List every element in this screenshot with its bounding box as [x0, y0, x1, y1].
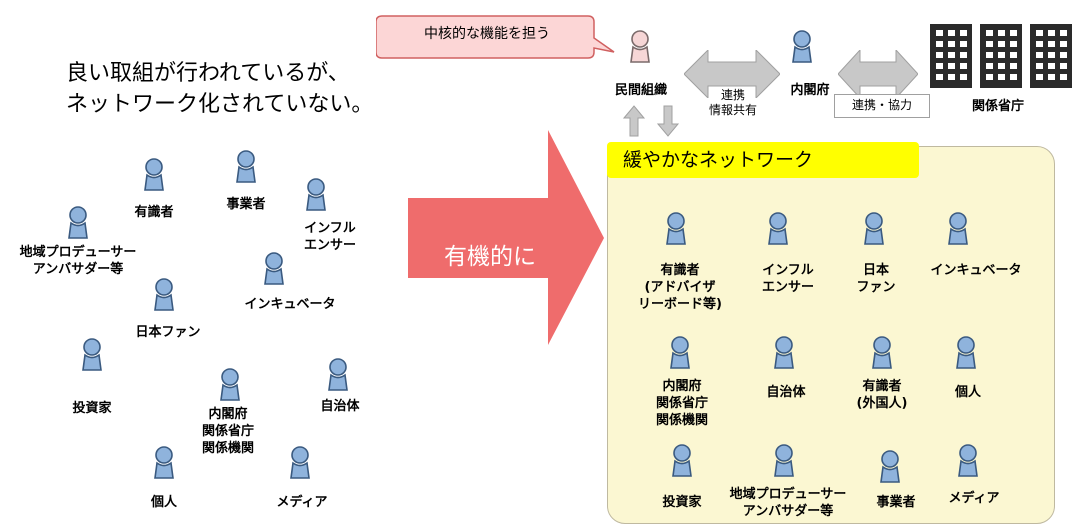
- toshika-person-icon: [80, 338, 104, 372]
- n-foreign-person-icon: [870, 336, 894, 370]
- callout-text: 中核的な機能を担う: [424, 26, 550, 42]
- link-1-label-line-2: 情報共有: [708, 103, 757, 117]
- headline-line-2: ネットワーク化されていない。: [66, 92, 374, 117]
- n-foreign-label: 有識者 (外国人): [856, 379, 908, 411]
- nihonfan-label: 日本ファン: [135, 325, 201, 340]
- kojin-person-icon: [152, 446, 176, 480]
- n-yushikisha-label: 有識者 (アドバイザ リーボード等): [638, 263, 722, 312]
- link-1-label: 連携 情報共有: [692, 88, 774, 118]
- n-influencer-label: インフル エンサー: [761, 263, 814, 295]
- n-incubator-person-icon: [946, 212, 970, 246]
- n-yushikisha-person-icon: [664, 212, 688, 246]
- kojin-label: 個人: [150, 495, 177, 510]
- n-toshika-label: 投資家: [662, 495, 702, 510]
- jigyosha-label: 事業者: [226, 197, 266, 212]
- n-jigyosha-label: 事業者: [876, 495, 916, 510]
- callout-bubble: [376, 15, 615, 59]
- naikakufu-label: 内閣府: [790, 83, 830, 98]
- big-arrow-text: 有機的に つなげる: [444, 244, 536, 304]
- jichitai-person-icon: [326, 358, 350, 392]
- chiiki-person-icon: [66, 206, 90, 240]
- n-nihonfan-person-icon: [862, 212, 886, 246]
- kankei-label: 関係省庁: [971, 99, 1024, 114]
- n-jichitai-label: 自治体: [766, 385, 806, 400]
- toshika-label: 投資家: [72, 401, 112, 416]
- n-chiiki-person-icon: [772, 444, 796, 478]
- headline: 良い取組が行われているが、 ネットワーク化されていない。: [66, 58, 373, 120]
- link-2-label: 連携・協力: [834, 94, 930, 118]
- incubator-label: インキュベータ: [244, 297, 336, 312]
- n-toshika-person-icon: [670, 444, 694, 478]
- n-influencer-person-icon: [766, 212, 790, 246]
- link-arrow-1: [684, 50, 780, 98]
- n-incubator-label: インキュベータ: [930, 263, 1022, 278]
- incubator-person-icon: [262, 252, 286, 286]
- n-nihonfan-label: 日本 ファン: [856, 263, 896, 295]
- buildings-icon: [930, 24, 1072, 88]
- link-arrow-2: [838, 50, 918, 98]
- n-naikakufu-person-icon: [668, 336, 692, 370]
- n-chiiki-label: 地域プロデューサー アンバサダー等: [729, 487, 847, 519]
- updown-arrows: [622, 105, 680, 137]
- media-person-icon: [288, 446, 312, 480]
- big-arrow: [408, 130, 604, 345]
- n-naikakufu-label: 内閣府 関係省庁 関係機関: [655, 379, 708, 428]
- jigyosha-person-icon: [234, 150, 258, 184]
- naikakufu-top-person-icon: [790, 30, 814, 64]
- n-kojin-label: 個人: [954, 385, 981, 400]
- headline-line-1: 良い取組が行われているが、: [66, 61, 350, 86]
- minkan-label: 民間組織: [614, 83, 667, 98]
- influencer-label: インフル エンサー: [303, 221, 356, 253]
- minkan-person-icon: [628, 30, 652, 64]
- n-jigyosha-person-icon: [878, 450, 902, 484]
- yushikisha-person-icon: [142, 158, 166, 192]
- n-kojin-person-icon: [954, 336, 978, 370]
- network-title: 緩やかなネットワーク: [607, 142, 919, 178]
- jichitai-label: 自治体: [320, 399, 360, 414]
- chiiki-label: 地域プロデューサー アンバサダー等: [19, 245, 137, 277]
- nihonfan-person-icon: [152, 278, 176, 312]
- yushikisha-label: 有識者: [134, 205, 174, 220]
- naikakufu-label: 内閣府 関係省庁 関係機関: [201, 407, 254, 456]
- n-jichitai-person-icon: [772, 336, 796, 370]
- influencer-person-icon: [304, 178, 328, 212]
- link-1-label-line-1: 連携: [720, 88, 745, 102]
- big-arrow-shape: [408, 130, 604, 345]
- media-label: メディア: [276, 495, 328, 510]
- n-media-label: メディア: [948, 491, 1000, 506]
- n-media-person-icon: [956, 444, 980, 478]
- naikakufu-person-icon: [218, 368, 242, 402]
